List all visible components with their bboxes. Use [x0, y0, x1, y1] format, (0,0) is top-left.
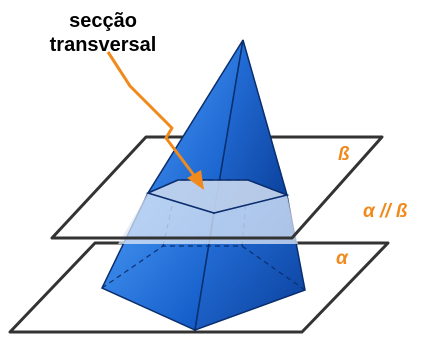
pyramid-hidden-base-edges: [101, 245, 306, 291]
alpha-label: α: [336, 248, 349, 269]
parallel-label: α // ß: [363, 201, 408, 222]
plane-beta: [50, 135, 384, 240]
section-arrow-line: [106, 51, 198, 179]
section-arrow-head: [187, 170, 204, 190]
section-caption-line1: secção: [69, 10, 137, 32]
section-band: [118, 193, 298, 244]
cross-section-hidden-edge: [147, 179, 288, 196]
section-caption-line2: transversal: [50, 34, 157, 56]
beta-label: ß: [338, 144, 350, 165]
